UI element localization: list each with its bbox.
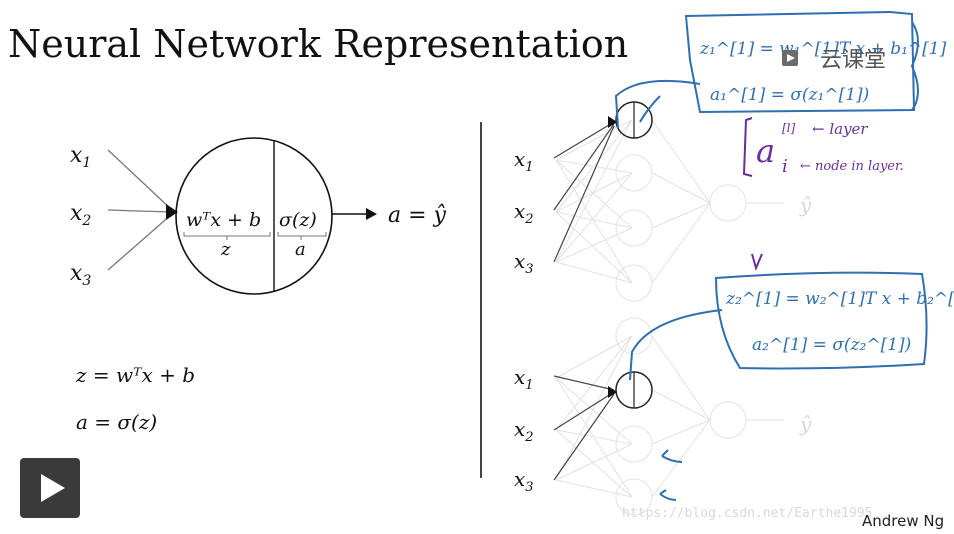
annotation-link-1	[614, 79, 701, 129]
annotation-purple-tick	[751, 253, 763, 271]
left-neuron-circle	[175, 137, 333, 295]
right-output-bottom: ŷ	[799, 412, 812, 436]
annotation-box-2	[714, 271, 928, 370]
left-input-x1: x1	[70, 143, 91, 171]
left-output-label: a = ŷ	[388, 203, 447, 228]
annotation-box-1-brace	[910, 21, 919, 111]
left-output-arrowhead	[366, 208, 377, 220]
right-output-top: ŷ	[799, 193, 812, 217]
left-edge-x2	[107, 209, 173, 213]
logo-text: 云课堂	[820, 48, 887, 73]
annotation-link-2	[629, 309, 723, 381]
annotation-box1-line2: a₁^[1] = σ(z₁^[1])	[710, 85, 869, 105]
notation-base: a	[756, 132, 775, 170]
notation-sub: i	[782, 156, 788, 177]
notation-node: ← node in layer.	[800, 159, 904, 174]
right-top-x1: x1	[514, 147, 534, 175]
annotation-arrow-small-2	[659, 489, 677, 501]
author-credit: Andrew Ng	[862, 512, 945, 530]
left-linear-brace	[183, 232, 271, 240]
left-input-x3: x3	[70, 261, 91, 289]
annotation-box2-line2: a₂^[1] = σ(z₂^[1])	[752, 335, 911, 355]
play-button[interactable]	[20, 458, 80, 518]
notation-bracket	[742, 117, 753, 177]
left-edge-x1	[107, 149, 173, 211]
right-top-x3: x3	[514, 249, 534, 277]
equation-a: a = σ(z)	[76, 410, 157, 434]
right-bottom-x1: x1	[514, 365, 534, 393]
notation-sup: [l]	[782, 121, 796, 135]
left-linear-label: z	[220, 239, 231, 260]
right-network-diagrams: ŷ ŷ x1 x2 x3 x1 x2 x3	[514, 101, 812, 516]
left-neuron-diagram: x1 x2 x3 wᵀx + b z σ(z) a a = ŷ z = wᵀx …	[70, 137, 447, 434]
slide-title: Neural Network Representation	[8, 22, 629, 66]
left-activation-part: σ(z)	[279, 209, 317, 231]
blog-watermark: https://blog.csdn.net/Earthe1995	[622, 506, 873, 521]
annotation-box2-line1: z₂^[1] = w₂^[1]T x + b₂^[1]	[725, 289, 954, 309]
left-linear-part: wᵀx + b	[186, 209, 261, 231]
annotation-arrow-small-1	[661, 449, 683, 463]
play-icon	[41, 474, 65, 502]
annotation-box1-line1: z₁^[1] = w₁^[1]T x + b₁^[1]	[699, 39, 947, 59]
right-bottom-x3: x3	[514, 467, 534, 495]
left-activation-label: a	[295, 239, 306, 260]
left-input-arrowhead	[166, 204, 178, 220]
right-bottom-x2: x2	[514, 417, 534, 445]
left-edge-x3	[107, 213, 173, 271]
left-activation-brace	[277, 232, 327, 240]
logo-overlay-icon	[782, 50, 798, 66]
notation-layer: ← layer	[812, 120, 868, 138]
annotation-box-1	[684, 10, 916, 114]
equation-z: z = wᵀx + b	[75, 363, 195, 387]
slide-divider	[480, 122, 482, 478]
left-input-x2: x2	[70, 201, 91, 229]
right-top-x2: x2	[514, 199, 534, 227]
